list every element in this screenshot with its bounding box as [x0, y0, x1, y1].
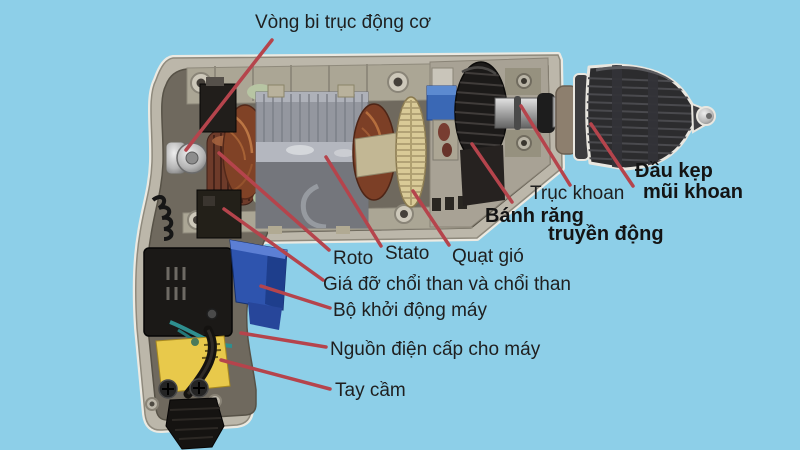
- cable-strain-relief: [165, 397, 225, 450]
- label-bo-khoi-dong: Bộ khởi động máy: [333, 300, 487, 321]
- switch-block: [143, 247, 233, 337]
- label-banh-rang-line1: Bánh răng: [485, 205, 584, 227]
- label-truc-khoan: Trục khoan: [530, 183, 625, 204]
- metal-clip: [431, 67, 454, 87]
- drive-gear: [454, 61, 508, 206]
- leader-line-gia-do: [222, 207, 325, 282]
- stator-core: [255, 84, 369, 234]
- leader-line-roto: [217, 151, 331, 252]
- leader-line-stato: [324, 155, 383, 248]
- handle-base-screws: [158, 378, 209, 399]
- label-tay-cam: Tay cầm: [335, 380, 406, 401]
- label-gia-do-choi-than: Giá đỡ chổi than và chổi than: [323, 274, 572, 295]
- label-roto: Roto: [333, 248, 374, 269]
- leader-line-bo-khoi-dong: [259, 284, 332, 310]
- leader-line-quat-gio: [411, 189, 451, 247]
- handle-internals: [143, 77, 288, 450]
- gear-grease-shadow: [460, 145, 505, 206]
- label-vong-bi: Vòng bi trục động cơ: [255, 12, 432, 33]
- label-nguon-dien: Nguồn điện cấp cho máy: [330, 339, 541, 360]
- leader-lines: [184, 38, 635, 391]
- leader-line-banh-rang: [470, 142, 514, 204]
- coiled-wire: [151, 195, 174, 241]
- winding-clamp: [354, 132, 399, 178]
- metal-bracket: [432, 119, 459, 161]
- leader-line-truc-khoan: [519, 104, 572, 187]
- leader-line-tay-cam: [219, 358, 332, 391]
- label-dau-kep-line2: mũi khoan: [643, 181, 744, 203]
- label-dau-kep-line1: Đầu kẹp: [635, 160, 713, 182]
- motor-assembly: [165, 84, 427, 234]
- cooling-fan: [395, 96, 427, 208]
- label-banh-rang-line2: truyền động: [548, 223, 664, 245]
- leader-line-nguon-dien: [239, 331, 328, 349]
- leader-line-dau-kep: [589, 122, 635, 188]
- drill-chuck: [573, 63, 716, 171]
- blue-bearing-block: [426, 85, 457, 121]
- gear-train: [426, 61, 579, 206]
- label-quat-gio: Quạt gió: [452, 246, 524, 267]
- rotor-winding-right: [352, 103, 399, 201]
- leader-line-vong-bi: [184, 38, 274, 152]
- label-stato: Stato: [385, 243, 430, 264]
